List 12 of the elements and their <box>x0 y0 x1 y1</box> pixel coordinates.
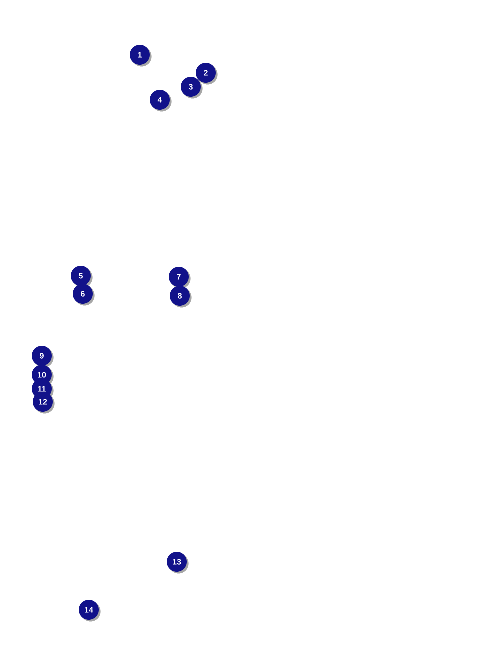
callout-number: 1 <box>130 45 152 67</box>
callout-number: 9 <box>32 346 54 368</box>
callout-number: 7 <box>169 267 191 289</box>
callout-number: 8 <box>170 286 192 308</box>
callout-number: 4 <box>150 90 172 112</box>
callout-number: 3 <box>181 77 203 99</box>
callout-number: 2 <box>196 63 218 85</box>
callout-number: 12 <box>33 392 55 414</box>
callout-number: 5 <box>71 266 93 288</box>
callout-number: 14 <box>79 600 101 622</box>
callout-number: 13 <box>167 552 189 574</box>
callout-number: 6 <box>73 284 95 306</box>
